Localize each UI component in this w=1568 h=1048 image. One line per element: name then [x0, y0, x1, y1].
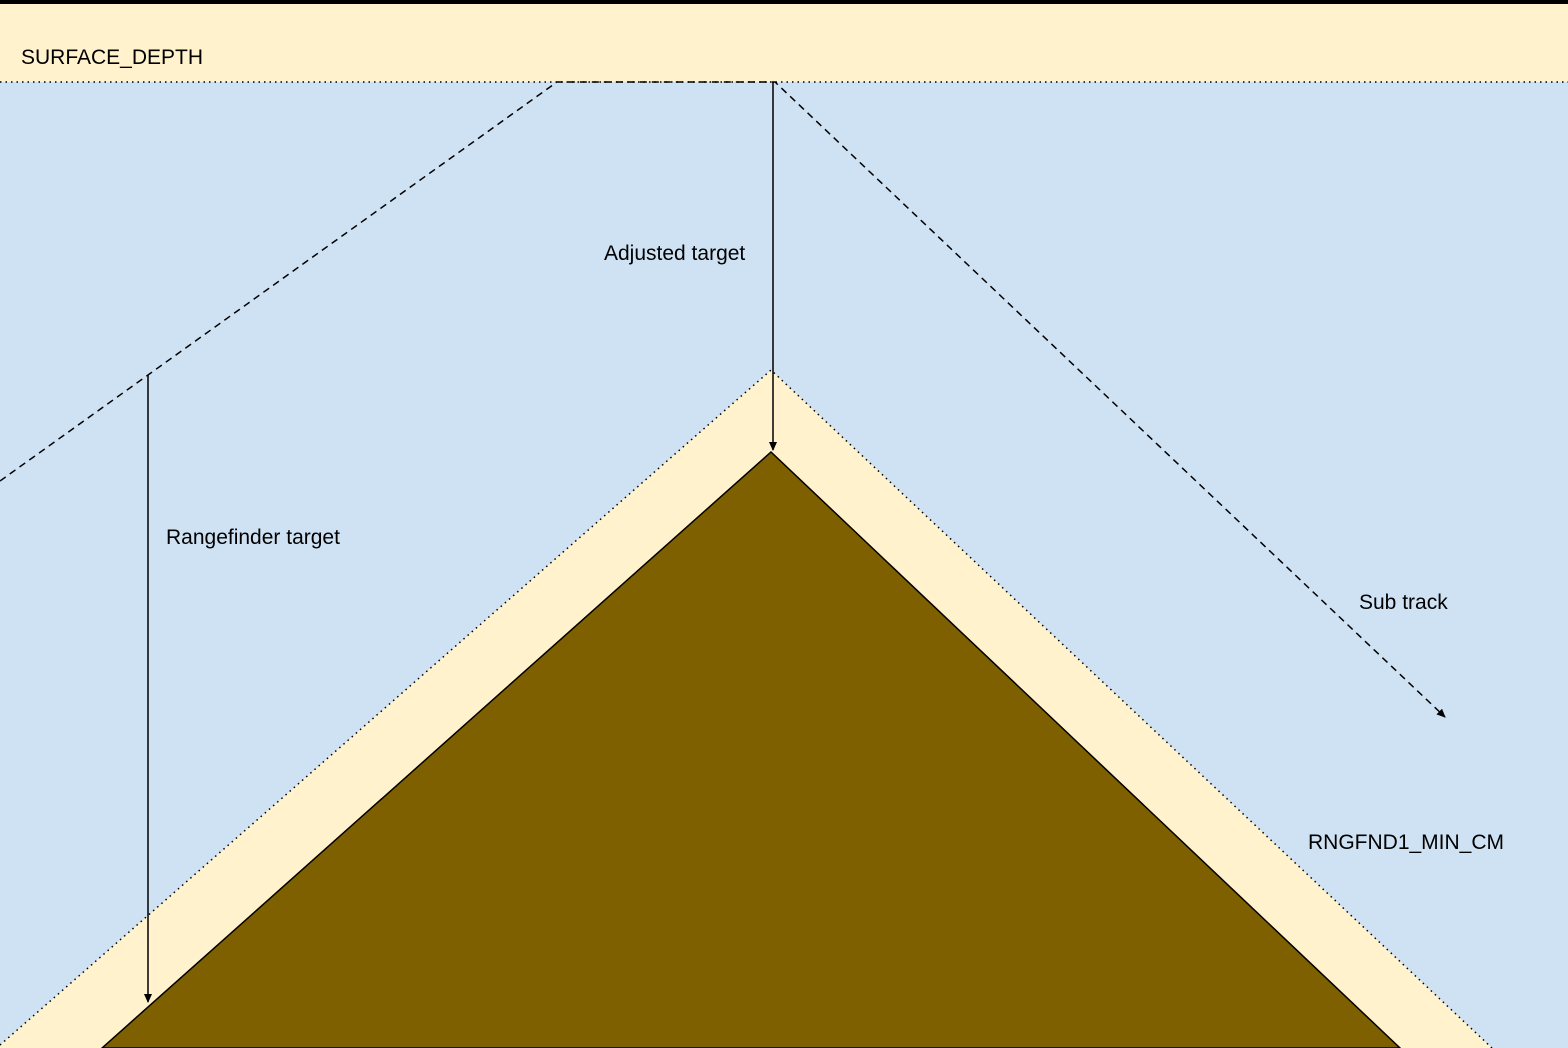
seabed [100, 450, 1402, 1048]
rngfnd-min-boundary-line [0, 368, 1493, 1048]
surface-depth-label: SURFACE_DEPTH [21, 46, 203, 69]
rngfnd1-min-cm-label: RNGFND1_MIN_CM [1308, 831, 1504, 854]
rangefinder-target-label: Rangefinder target [166, 526, 340, 549]
surface-depth-band [0, 0, 1568, 82]
sub-track-line [0, 81, 1446, 718]
top-border [0, 0, 1568, 4]
sub-track-label: Sub track [1359, 591, 1448, 614]
adjusted-target-label: Adjusted target [604, 242, 745, 265]
